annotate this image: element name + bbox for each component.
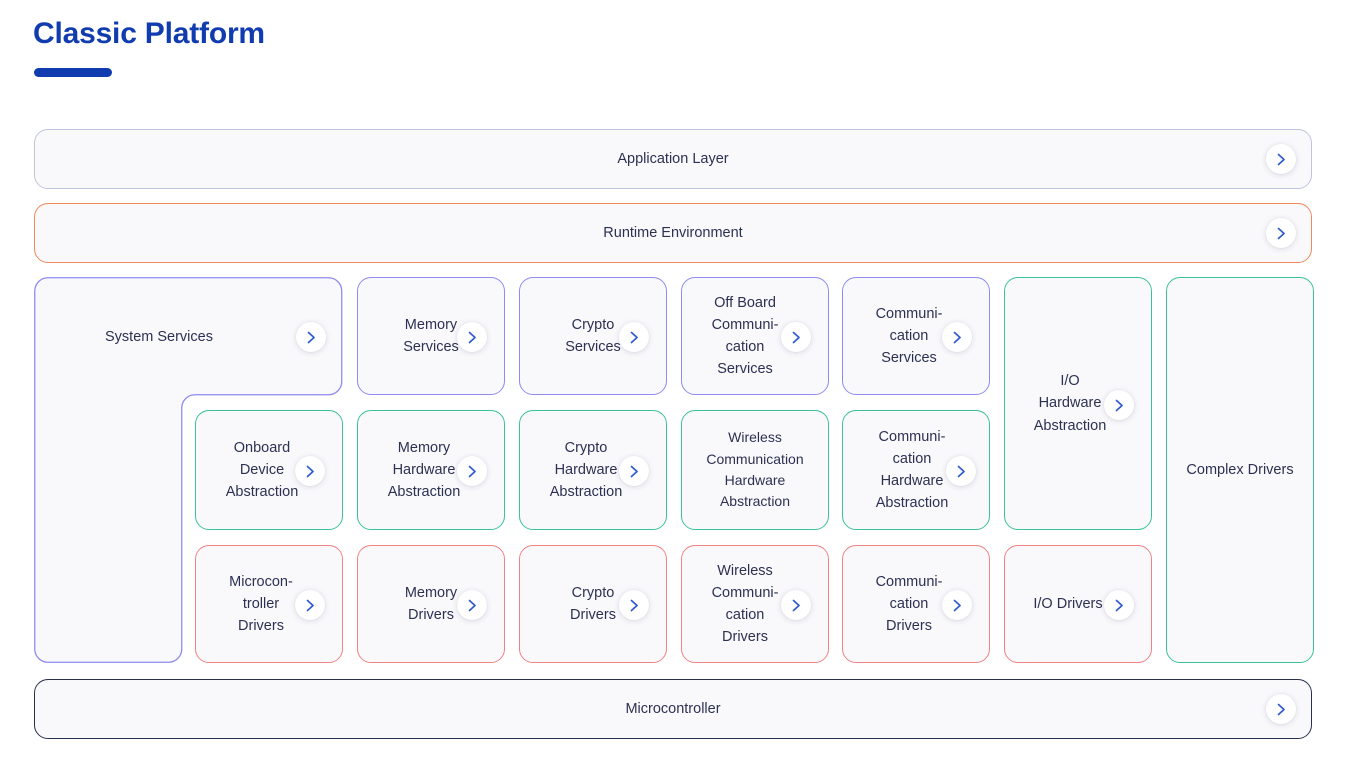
chevron-right-icon[interactable]	[1104, 390, 1134, 420]
card-off-board-communication-services[interactable]: Off Board Communi- cation Services	[681, 277, 829, 395]
chevron-right-icon[interactable]	[457, 590, 487, 620]
card-microcontroller-drivers[interactable]: Microcon- troller Drivers	[195, 545, 343, 663]
microcontroller-label: Microcontroller	[625, 700, 721, 717]
card-label: I/O Hardware Abstraction	[1033, 373, 1107, 434]
chevron-right-icon[interactable]	[1266, 694, 1296, 724]
card-label: Complex Drivers	[1186, 461, 1294, 478]
card-label: Communi- cation Services	[875, 305, 943, 367]
chevron-right-icon[interactable]	[1266, 144, 1296, 174]
application-layer-bar[interactable]: Application Layer	[34, 129, 1312, 189]
card-label: Microcon- troller Drivers	[229, 573, 293, 635]
chevron-right-icon[interactable]	[295, 590, 325, 620]
card-label: Off Board Communi- cation Services	[711, 294, 779, 378]
card-label: Onboard Device Abstraction	[225, 439, 299, 501]
chevron-right-icon[interactable]	[296, 322, 326, 352]
runtime-environment-label: Runtime Environment	[603, 224, 743, 241]
chevron-right-icon[interactable]	[457, 456, 487, 486]
card-crypto-services[interactable]: Crypto Services	[519, 277, 667, 395]
chevron-right-icon[interactable]	[1104, 590, 1134, 620]
card-onboard-device-abstraction[interactable]: Onboard Device Abstraction	[195, 410, 343, 530]
card-label: Crypto Hardware Abstraction	[549, 439, 623, 501]
card-label: Crypto Services	[565, 316, 621, 355]
chevron-right-icon[interactable]	[781, 590, 811, 620]
chevron-right-icon[interactable]	[619, 322, 649, 352]
card-communication-services[interactable]: Communi- cation Services	[842, 277, 990, 395]
card-complex-drivers[interactable]: Complex Drivers	[1166, 277, 1314, 663]
card-io-hardware-abstraction[interactable]: I/O Hardware Abstraction	[1004, 277, 1152, 530]
page-title: Classic Platform	[33, 17, 265, 50]
card-label: Communi- cation Hardware Abstraction	[875, 428, 949, 512]
card-label: Memory Drivers	[404, 584, 458, 623]
chevron-right-icon[interactable]	[781, 322, 811, 352]
card-communication-hardware-abstraction[interactable]: Communi- cation Hardware Abstraction	[842, 410, 990, 530]
card-label: Memory Hardware Abstraction	[387, 439, 461, 501]
chevron-right-icon[interactable]	[942, 322, 972, 352]
runtime-environment-bar[interactable]: Runtime Environment	[34, 203, 1312, 263]
title-underline-rule	[34, 68, 112, 77]
card-io-drivers[interactable]: I/O Drivers	[1004, 545, 1152, 663]
chevron-right-icon[interactable]	[1266, 218, 1296, 248]
system-services-label: System Services	[105, 329, 213, 345]
card-communication-drivers[interactable]: Communi- cation Drivers	[842, 545, 990, 663]
microcontroller-bar[interactable]: Microcontroller	[34, 679, 1312, 739]
chevron-right-icon[interactable]	[946, 456, 976, 486]
chevron-right-icon[interactable]	[619, 456, 649, 486]
card-crypto-hardware-abstraction[interactable]: Crypto Hardware Abstraction	[519, 410, 667, 530]
card-label: Wireless Communication Hardware Abstract…	[706, 429, 804, 510]
chevron-right-icon[interactable]	[457, 322, 487, 352]
card-label: I/O Drivers	[1033, 595, 1103, 612]
card-label: Crypto Drivers	[570, 584, 616, 623]
chevron-right-icon[interactable]	[295, 456, 325, 486]
chevron-right-icon[interactable]	[942, 590, 972, 620]
card-crypto-drivers[interactable]: Crypto Drivers	[519, 545, 667, 663]
card-memory-hardware-abstraction[interactable]: Memory Hardware Abstraction	[357, 410, 505, 530]
card-label: Wireless Communi- cation Drivers	[711, 562, 779, 646]
application-layer-label: Application Layer	[617, 150, 729, 167]
card-memory-services[interactable]: Memory Services	[357, 277, 505, 395]
card-label: Memory Services	[403, 316, 459, 355]
card-memory-drivers[interactable]: Memory Drivers	[357, 545, 505, 663]
card-wireless-communication-drivers[interactable]: Wireless Communi- cation Drivers	[681, 545, 829, 663]
system-services-block[interactable]: System Services	[34, 277, 344, 663]
chevron-right-icon[interactable]	[619, 590, 649, 620]
card-label: Communi- cation Drivers	[875, 573, 943, 635]
card-wireless-communication-hardware-abstraction[interactable]: Wireless Communication Hardware Abstract…	[681, 410, 829, 530]
